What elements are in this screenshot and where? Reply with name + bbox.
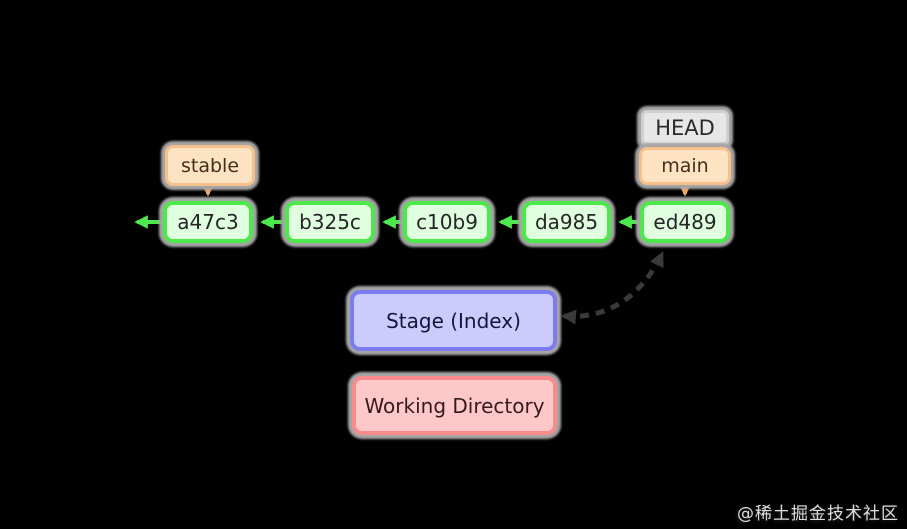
watermark: @稀土掘金技术社区 — [737, 504, 899, 524]
commit-node-da985: da985 — [522, 201, 611, 243]
head-label: HEAD — [641, 110, 729, 146]
working-directory-text: Working Directory — [364, 393, 545, 418]
stage-to-head-dashed-arrow-icon — [561, 251, 665, 325]
working-directory-box: Working Directory — [352, 376, 557, 435]
commit-label: c10b9 — [416, 210, 478, 234]
commit-node-ed489: ed489 — [640, 201, 730, 243]
stage-index-text: Stage (Index) — [386, 308, 521, 333]
commit-label: da985 — [534, 210, 599, 234]
commit-label: b325c — [299, 210, 361, 234]
branch-main-text: main — [661, 155, 709, 177]
branch-stable-text: stable — [180, 154, 240, 177]
head-label-text: HEAD — [655, 116, 715, 140]
commit-label: a47c3 — [177, 210, 239, 234]
commit-node-b325c: b325c — [285, 201, 375, 243]
commit-node-a47c3: a47c3 — [163, 201, 253, 243]
stage-index-box: Stage (Index) — [350, 290, 557, 351]
commit-node-c10b9: c10b9 — [403, 201, 491, 243]
branch-label-main: main — [639, 147, 731, 185]
commit-label: ed489 — [653, 210, 717, 234]
branch-label-stable: stable — [165, 145, 255, 186]
